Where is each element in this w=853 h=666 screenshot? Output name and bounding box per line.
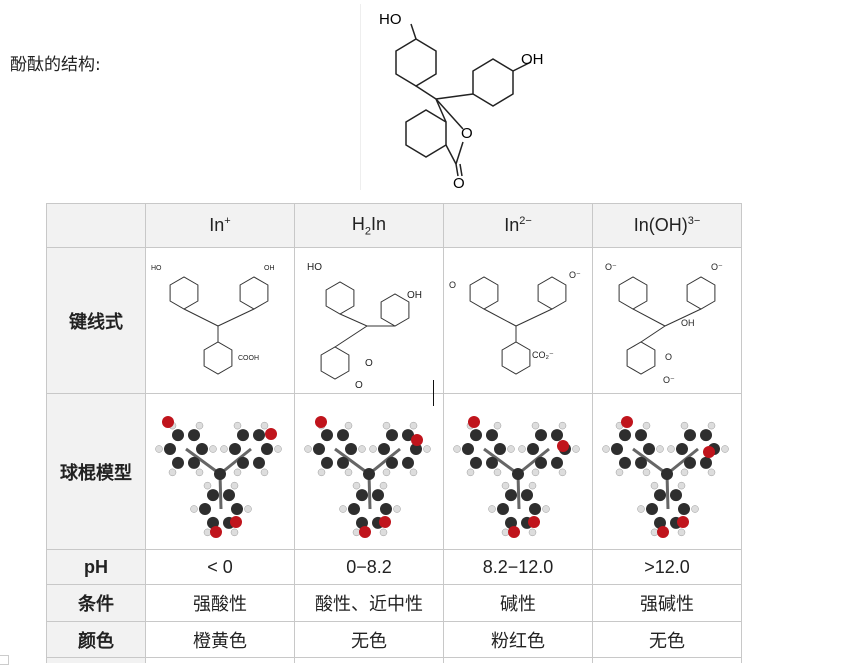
color-value: 无色 [592,621,742,658]
row-label: 球棍模型 [46,393,146,550]
color-value: 粉红色 [443,621,593,658]
atom-label: OH [407,290,422,301]
skeletal-formula: HO OH O O [294,247,444,394]
row-label: 颜色 [46,621,146,658]
header-text: In [504,215,520,235]
phenolphthalein-structure: HO OH O O [360,4,544,190]
header-sub: 2 [364,225,372,238]
oh-label: OH [521,51,544,68]
atom-label: O⁻ [711,262,723,272]
atom-label: O [355,380,363,388]
condition-value: 强酸性 [145,584,295,622]
atom-label: O [665,352,672,362]
ball-stick-svg [155,416,282,538]
ball-stick-svg [453,416,580,538]
table-row-ball-model: 球棍模型 [46,393,742,550]
header-text: In [371,213,387,234]
ball-stick-model [294,393,444,550]
corner-cell [46,203,146,248]
skeletal-svg: O⁻ O⁻ OH O O⁻ [605,262,723,385]
corner-mark [0,655,9,665]
header-text: H [351,213,365,234]
ph-value: 0−8.2 [294,549,444,585]
atom-label: HO [307,262,322,273]
header-sup: + [224,215,231,227]
table-row-skeletal: 键线式 HO OH COOH HO OH O O O O⁻ CO₂⁻ O⁻ O⁻ OH O O⁻ [46,247,742,394]
header-in-oh-3minus: In(OH)3− [592,203,742,248]
atom-label: COOH [238,355,259,362]
condition-value: 强碱性 [592,584,742,622]
header-text: In [209,215,225,235]
atom-label: CO₂⁻ [532,350,554,360]
atom-label: O⁻ [605,262,617,272]
intro-text: 酚酞的结构: [10,55,101,75]
ho-label: HO [379,11,402,28]
ring-o-label: O [461,125,473,142]
atom-label: O [449,280,456,290]
atom-label: OH [681,318,695,328]
header-sup: 3− [687,215,701,227]
skeletal-formula: O O⁻ CO₂⁻ [443,247,593,394]
carbonyl-o-label: O [453,175,465,190]
row-label: 键线式 [46,247,146,394]
partial-cell [46,657,146,663]
table-row-ph: pH < 0 0−8.2 8.2−12.0 >12.0 [46,549,742,585]
atom-label: O⁻ [569,270,581,280]
ball-stick-model [443,393,593,550]
skeletal-svg: HO OH O O [307,262,422,391]
table-row-partial [46,657,742,663]
partial-cell [145,657,295,663]
skeletal-svg: HO OH COOH [151,265,275,375]
ph-value: 8.2−12.0 [443,549,593,585]
atom-label: O [365,358,373,369]
row-label: pH [46,549,146,585]
ph-value: < 0 [145,549,295,585]
partial-cell [592,657,742,663]
atom-label: O⁻ [663,375,675,385]
ball-stick-model [592,393,742,550]
header-in-plus: In+ [145,203,295,248]
atom-label: OH [264,265,275,272]
header-in-2minus: In2− [443,203,593,248]
ball-stick-svg [304,416,431,538]
skeletal-formula: HO OH COOH [145,247,295,394]
header-h2in: H2In [294,203,444,248]
color-value: 无色 [294,621,444,658]
table-row-condition: 条件 强酸性 酸性、近中性 碱性 强碱性 [46,584,742,622]
condition-value: 碱性 [443,584,593,622]
ball-stick-model [145,393,295,550]
ball-stick-svg [602,416,729,538]
text-cursor-icon [433,380,434,406]
header-sup: 2− [519,215,532,227]
row-label: 条件 [46,584,146,622]
table-row-color: 颜色 橙黄色 无色 粉红色 无色 [46,621,742,658]
atom-label: HO [151,265,162,272]
header-text: In(OH) [633,215,688,235]
skeletal-formula: O⁻ O⁻ OH O O⁻ [592,247,742,394]
color-value: 橙黄色 [145,621,295,658]
ph-value: >12.0 [592,549,742,585]
condition-value: 酸性、近中性 [294,584,444,622]
partial-cell [294,657,444,663]
skeletal-svg: O O⁻ CO₂⁻ [449,270,581,375]
partial-cell [443,657,593,663]
